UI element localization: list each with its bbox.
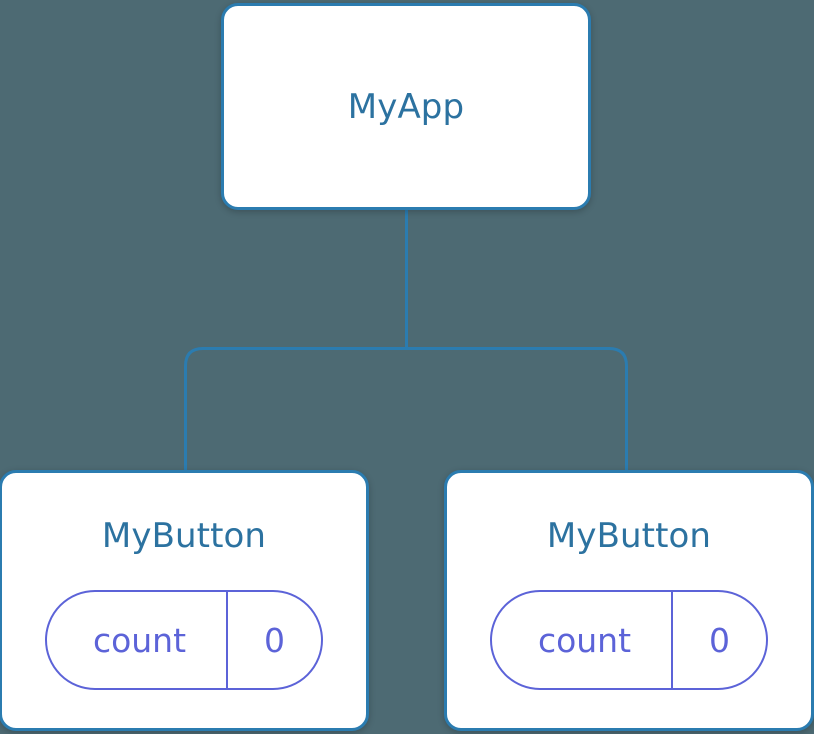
node-title: MyButton — [101, 516, 267, 556]
node-title: MyApp — [347, 86, 465, 127]
state-pill[interactable]: count 0 — [45, 590, 323, 690]
connector-child-bus — [184, 347, 628, 472]
state-value: 0 — [709, 620, 730, 660]
node-myapp[interactable]: MyApp — [221, 3, 591, 210]
node-mybutton-1[interactable]: MyButton count 0 — [444, 470, 814, 731]
state-key: count — [92, 620, 187, 660]
node-title: MyButton — [546, 516, 712, 556]
state-divider — [671, 592, 673, 688]
state-key: count — [537, 620, 632, 660]
state-divider — [226, 592, 228, 688]
state-pill[interactable]: count 0 — [490, 590, 768, 690]
node-mybutton-0[interactable]: MyButton count 0 — [0, 470, 369, 731]
state-value: 0 — [264, 620, 285, 660]
